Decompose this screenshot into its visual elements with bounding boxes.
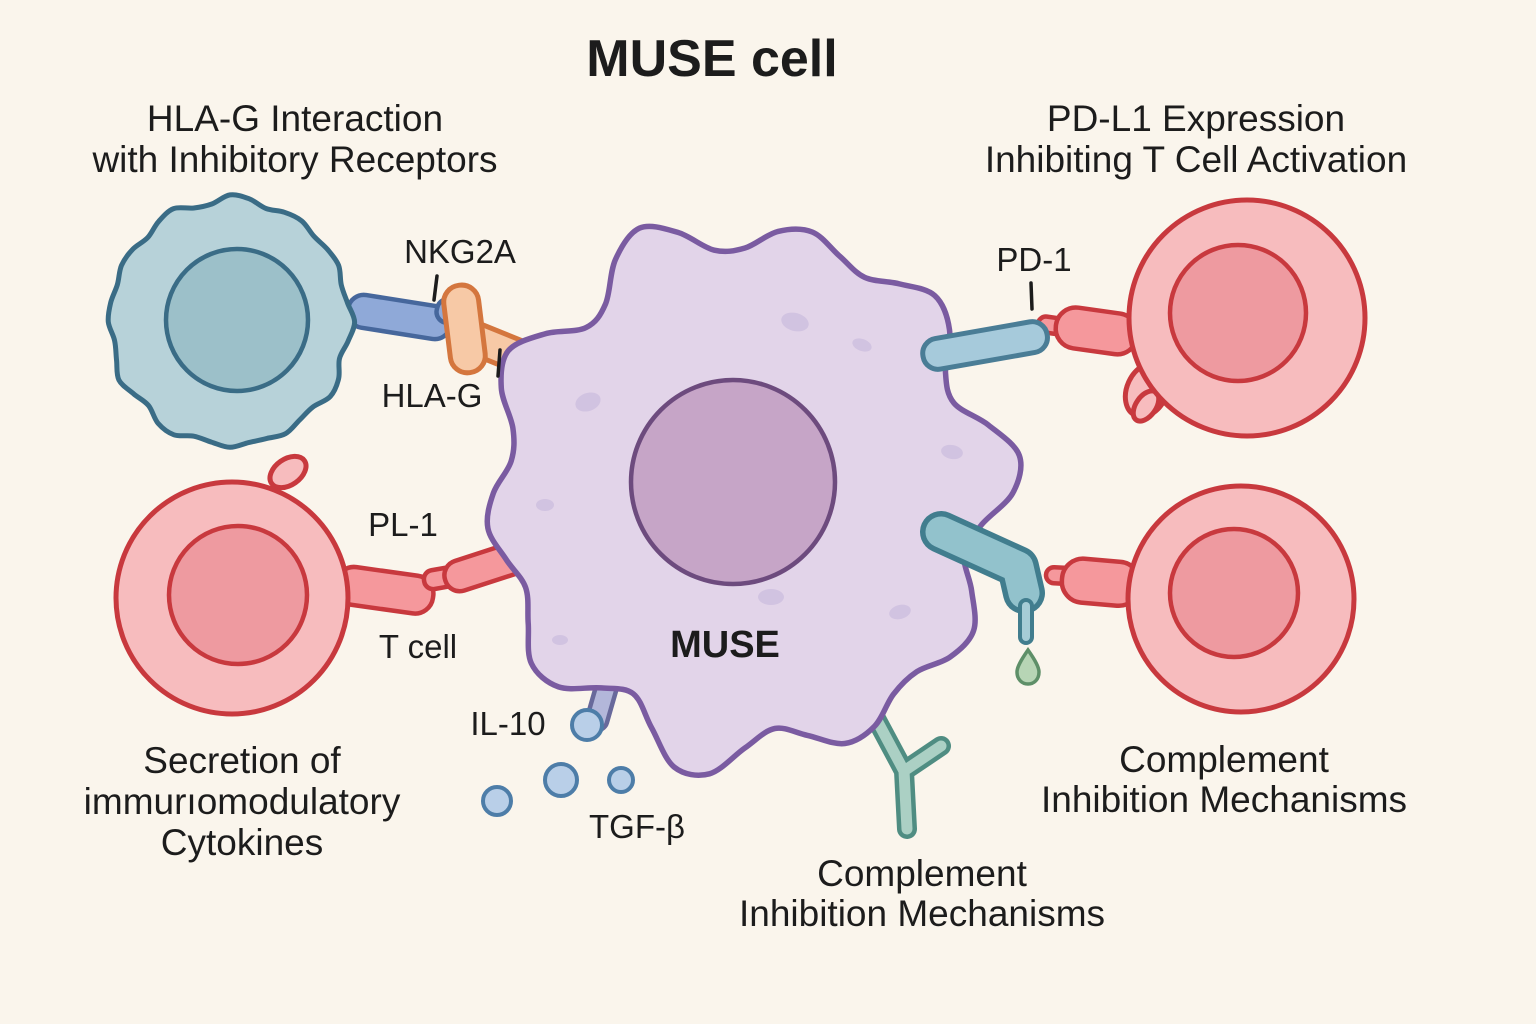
pd1-pointer-line xyxy=(1029,281,1034,311)
nkg2a-pointer-line xyxy=(432,274,439,302)
label-hla-g: HLA-G xyxy=(382,377,483,414)
label-complement-right: Complement Inhibition Mechanisms xyxy=(1041,739,1407,820)
svg-text:Secretion of: Secretion of xyxy=(143,740,341,781)
label-pd-1: PD-1 xyxy=(996,241,1071,278)
label-tgf-beta: TGF-β xyxy=(589,808,685,845)
t-cell-top-right xyxy=(1122,197,1368,439)
svg-text:Cytokines: Cytokines xyxy=(161,822,323,863)
label-nkg2a: NKG2A xyxy=(404,233,516,270)
t-cell-left xyxy=(113,453,351,717)
svg-text:immurıomodulatory: immurıomodulatory xyxy=(84,781,401,822)
label-pl-1: PL-1 xyxy=(368,506,438,543)
pl1-receptor-arm xyxy=(333,530,561,616)
secreted-droplet xyxy=(1015,646,1041,686)
nk-cell xyxy=(105,192,358,450)
svg-text:Inhibition Mechanisms: Inhibition Mechanisms xyxy=(1041,779,1407,820)
svg-text:Inhibition Mechanisms: Inhibition Mechanisms xyxy=(739,893,1105,934)
svg-text:with Inhibitory Receptors: with Inhibitory Receptors xyxy=(91,139,497,180)
complement-faucet-receptor xyxy=(920,511,1045,686)
page-title: MUSE cell xyxy=(586,30,837,88)
label-pd-l1-expression: PD-L1 Expression Inhibiting T Cell Activ… xyxy=(985,98,1407,180)
svg-text:Complement: Complement xyxy=(1119,739,1329,780)
complement-pink-receptor xyxy=(1043,556,1143,609)
svg-text:Inhibiting T Cell Activation: Inhibiting T Cell Activation xyxy=(985,139,1407,180)
muse-cell xyxy=(484,223,1024,778)
svg-text:Complement: Complement xyxy=(817,853,1027,894)
hla-g-pointer-line xyxy=(496,348,502,378)
label-muse: MUSE xyxy=(670,624,780,666)
muse-nucleus xyxy=(628,377,838,587)
complement-y-antibody xyxy=(863,703,951,839)
label-secretion-cytokines: Secretion of immurıomodulatory Cytokines xyxy=(84,740,401,863)
cytokine-dots xyxy=(481,708,635,817)
pd-l1-arm xyxy=(920,319,1050,372)
svg-text:PD-L1 Expression: PD-L1 Expression xyxy=(1047,98,1345,139)
label-t-cell: T cell xyxy=(379,628,457,665)
label-hla-g-interaction: HLA-G Interaction with Inhibitory Recept… xyxy=(91,98,497,180)
label-complement-bottom-center: Complement Inhibition Mechanisms xyxy=(739,853,1105,934)
label-il-10: IL-10 xyxy=(470,705,545,742)
pd1-pink-receptor xyxy=(1035,305,1140,357)
cell-bottom-right xyxy=(1125,483,1357,715)
svg-text:HLA-G Interaction: HLA-G Interaction xyxy=(147,98,443,139)
